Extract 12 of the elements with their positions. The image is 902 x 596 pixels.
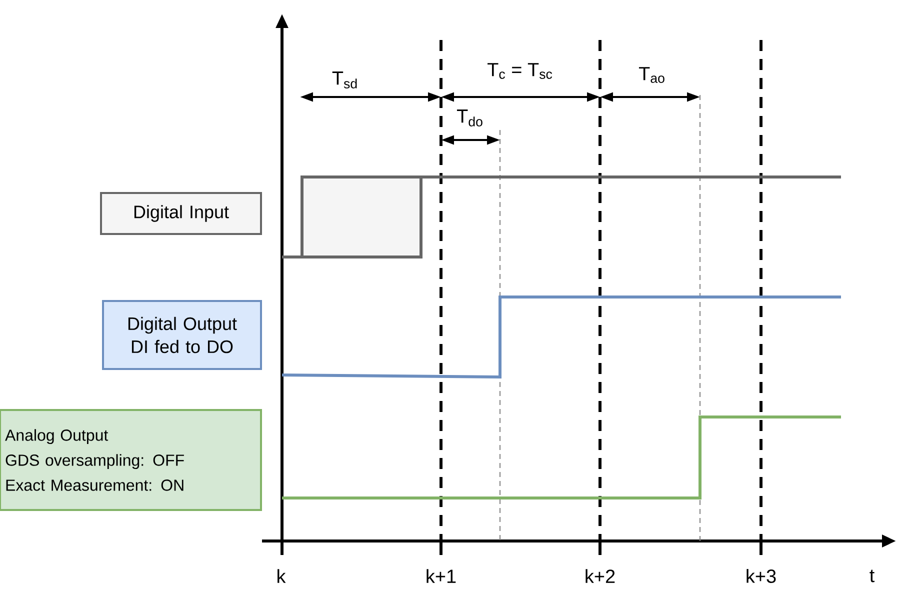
axis-label: k+1 <box>426 569 456 583</box>
dimension-label: T$_{do}$ <box>456 110 482 126</box>
dimension-label: T$_{c}$ = T$_{sc}$ <box>488 63 552 79</box>
axis-label: k <box>278 569 286 583</box>
dimension-label: T$_{ao}$ <box>638 67 664 83</box>
dimension-label: T$_{sd}$ <box>332 72 357 88</box>
signal-box: Digital Output DI fed to DO <box>102 300 262 370</box>
signal-box: Digital Input <box>100 192 262 235</box>
axis-label: k+3 <box>746 569 776 583</box>
axis-label: t <box>870 570 874 582</box>
signal-box: Analog Output GDS oversampling: OFF Exact Measurement: ON <box>0 409 262 511</box>
axis-label: k+2 <box>586 569 615 583</box>
